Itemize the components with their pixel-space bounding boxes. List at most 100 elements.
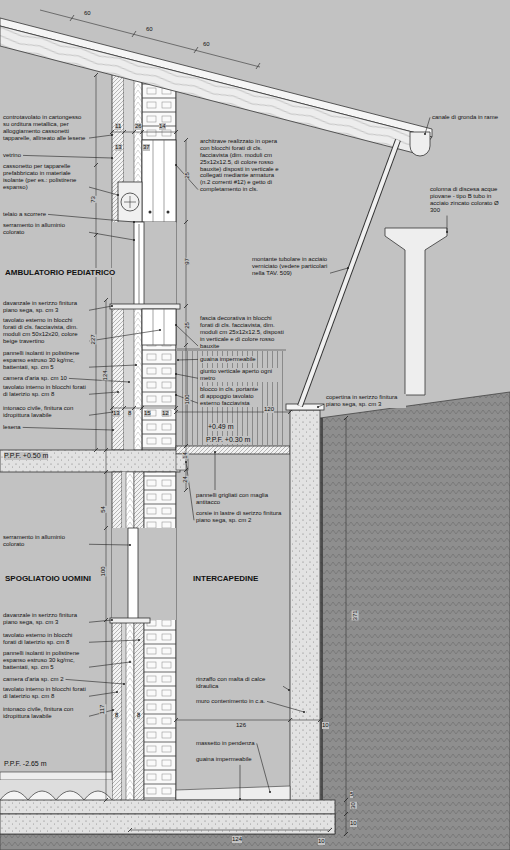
annotation-note: pannelli isolanti in polistirene espanso… [3,650,87,671]
retaining-wall [286,404,324,815]
room-name: INTERCAPEDINE [193,574,258,583]
leader-line [318,404,324,407]
annotation-note: rinzaffo con malta di calce idraulica [196,676,281,690]
upper-wall [167,211,170,214]
dimension-line [112,132,176,133]
leader-dot [177,359,179,361]
leader-dot [239,798,241,800]
dimension-line [174,406,178,410]
dimension-value: 37 [143,144,150,151]
annotation-note: tavolato interno in blocchi forati di la… [3,686,87,700]
dimension-line [174,410,178,414]
upper-wall [112,222,176,306]
leader-dot [185,461,187,463]
annotation-note: copertina in serizzo finitura piano sega… [326,394,406,408]
leader-dot [133,239,135,241]
lower-wall [110,472,176,802]
leader-line [89,692,117,696]
floor-level: P.P.F. -2.65 m [4,760,47,768]
dimension-line [104,798,108,802]
dimension-line [174,130,178,134]
gutter [410,132,430,156]
leader-line [89,412,113,415]
dimension-value: 15 [144,410,151,417]
dimension-value: 5 [350,791,353,798]
dimension-value: 10 [350,820,357,827]
annotation-note: cassonetto per tapparelle prefabbricato … [3,163,87,191]
leader-dot [175,394,177,396]
leader-dot [175,324,177,326]
annotation-note: architrave realizzato in opera con blocc… [200,138,286,193]
annotation-note: tavolato esterno in blocchi forati di la… [3,632,87,646]
dimension-value: 11 [115,123,121,130]
retaining-wall [286,404,324,410]
leader-line [257,743,270,792]
dimension-value: 60 [84,10,91,17]
leader-dot [111,134,113,136]
upper-wall [153,140,164,222]
dimension-line [328,828,332,832]
upper-wall [124,196,136,208]
leader-line [89,232,134,240]
dimension-value: 8 [128,410,131,417]
dimension-line [104,298,108,302]
leader-line [89,135,112,138]
dimension-line [184,444,188,448]
dimension-value: 14 [182,452,189,459]
dimension-value: 227 [90,334,97,344]
dimension-value: 60 [203,41,210,48]
leader-dot [347,267,349,269]
dimension-line [140,130,144,134]
dimension-value: 30 [350,802,357,809]
retaining-wall [290,410,320,815]
dimension-line [94,448,98,452]
downpipe [385,228,447,395]
upper-wall [142,140,176,222]
leader-dot [133,221,135,223]
upper-wall [118,182,142,222]
leader-line [89,544,130,546]
leader-dot [159,329,161,331]
room-name: SPOGLIATOIO UOMINI [5,574,91,583]
annotation-note: vetrino [3,152,21,159]
dimension-line [104,526,108,530]
leader-line [89,365,136,367]
floor-level: P.P.F. +0.30 m [206,436,250,444]
leader-line [186,462,194,520]
leader-line [89,306,112,310]
annotation-note: guaina impermeabile [200,356,256,363]
dimension-value: 117 [99,705,106,715]
annotation-note: telaio a scorrere [3,211,46,218]
leader-dot [303,711,305,713]
leader-line [89,620,112,622]
dimension-line [94,73,348,836]
dimension-value: 124 [232,836,242,843]
leader-dot [214,451,216,453]
dimension-line [128,828,132,832]
dimension-line [122,130,126,134]
dimension-line [104,618,108,622]
leader-line [215,452,216,490]
gutter [410,132,430,156]
leader-line [66,679,124,684]
foundation [0,814,335,834]
dimension-line [104,470,108,474]
dimension-value: 97 [184,258,191,265]
dimension-line [184,488,188,492]
floor-slab [0,446,290,472]
annotation-note: controtavolato in cartongesso su orditur… [3,114,87,142]
leader-line [89,392,118,394]
leader-line [283,686,289,690]
leader-dot [112,429,114,431]
dimension-line [184,220,188,224]
leader-line [23,155,112,158]
foundation [176,786,290,800]
downpipe [385,228,447,395]
annotation-note: serramento in alluminio colorato [3,534,87,548]
leader-line [447,216,448,232]
leader-line [89,330,160,341]
dimension-value: 12 [162,410,169,417]
leader-dot [111,157,113,159]
floor-level: P.P.F. +0.50 m [4,452,48,460]
dimension-value: 371 [352,610,359,620]
